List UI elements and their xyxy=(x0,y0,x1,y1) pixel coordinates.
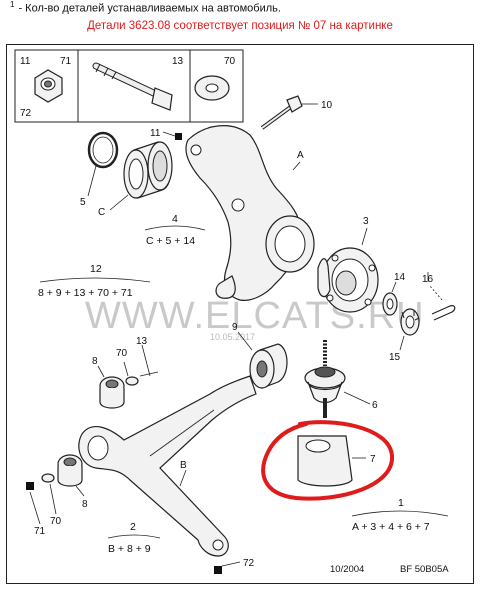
bolt-10-icon xyxy=(260,95,303,130)
bolt-icon xyxy=(92,62,173,111)
circlip-icon xyxy=(87,131,119,169)
nut-11-icon xyxy=(175,133,182,140)
footnote-marker: 1 xyxy=(10,0,15,9)
footnote-text: - Кол-во деталей устанавливаемых на авто… xyxy=(18,2,281,15)
callout-11: 11 xyxy=(150,128,161,139)
washer-70-upper xyxy=(125,376,139,386)
diagram-frame xyxy=(6,44,474,584)
inset-label-70: 70 xyxy=(224,56,236,67)
callout-10: 10 xyxy=(321,100,333,111)
callout-13: 13 xyxy=(136,336,148,347)
washer-icon xyxy=(194,75,230,101)
watermark: WWW.ELCATS.RU xyxy=(85,295,425,337)
cotter-pin-icon xyxy=(431,305,456,321)
callout-70-lower: 70 xyxy=(50,516,62,527)
callout-3: 3 xyxy=(363,216,369,227)
wheel-bearing xyxy=(123,141,173,199)
inset-label-72: 72 xyxy=(20,108,32,119)
bush-8-lower xyxy=(57,454,83,487)
callout-14: 14 xyxy=(394,272,406,283)
assembly-12-number: 12 xyxy=(90,263,102,275)
assembly-1-number: 1 xyxy=(398,497,404,509)
assembly-2-number: 2 xyxy=(130,521,136,533)
assembly-2-formula: B + 8 + 9 xyxy=(108,543,151,555)
footnote: 1- Кол-во деталей устанавливаемых на авт… xyxy=(10,0,281,15)
assembly-1-formula: A + 3 + 4 + 6 + 7 xyxy=(352,521,430,533)
callout-9: 9 xyxy=(232,322,238,333)
callout-A: A xyxy=(297,150,304,161)
callout-B: B xyxy=(180,460,187,471)
footer-date: 10/2004 xyxy=(330,564,364,575)
nut-72-icon xyxy=(214,566,222,574)
callout-72: 72 xyxy=(243,558,255,569)
assembly-4-formula: C + 5 + 14 xyxy=(146,235,195,247)
inset-label-71: 71 xyxy=(60,56,72,67)
callout-8-lower: 8 xyxy=(82,499,88,510)
steering-knuckle xyxy=(185,125,315,301)
callout-71: 71 xyxy=(34,526,46,537)
inset-panel: 11 71 72 13 70 xyxy=(14,49,244,123)
bush-9 xyxy=(249,343,288,389)
wheel-hub xyxy=(317,247,379,313)
inset-label-13: 13 xyxy=(172,56,184,67)
callout-6: 6 xyxy=(372,400,378,411)
callout-70-upper: 70 xyxy=(116,348,128,359)
callout-8-upper: 8 xyxy=(92,356,98,367)
highlight-caption: Детали 3623.08 соответствует позиция № 0… xyxy=(87,20,393,32)
ball-joint xyxy=(304,340,346,418)
assembly-4-number: 4 xyxy=(172,213,178,225)
lower-control-arm xyxy=(78,375,257,557)
protective-cover-7 xyxy=(297,435,353,487)
callout-C: C xyxy=(98,207,105,218)
assembly-12-formula: 8 + 9 + 13 + 70 + 71 xyxy=(38,287,133,299)
washer-70-lower xyxy=(41,473,55,483)
watermark-date: 10.05.2017 xyxy=(210,332,255,342)
callout-7: 7 xyxy=(370,454,376,465)
footer-code: BF 50B05A xyxy=(400,564,449,575)
inset-label-11: 11 xyxy=(20,56,31,67)
callout-16: 16 xyxy=(422,274,434,285)
washer-14-icon xyxy=(382,292,398,316)
callout-5: 5 xyxy=(80,197,86,208)
callout-15: 15 xyxy=(389,352,401,363)
nut-icon xyxy=(34,69,63,103)
bush-8-upper xyxy=(99,376,125,409)
castle-nut-icon xyxy=(400,308,420,336)
nut-71-icon xyxy=(26,482,34,490)
highlight-ring xyxy=(261,420,395,501)
